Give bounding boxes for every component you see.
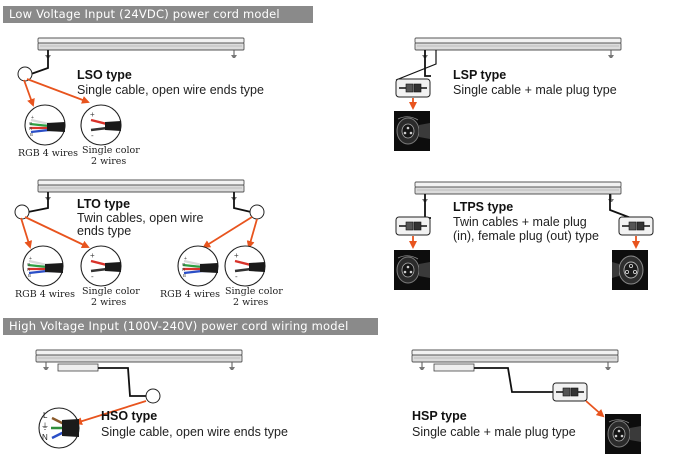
- hsp-description: Single cable + male plug type: [412, 425, 576, 439]
- lto-out-rgb-label: RGB 4 wires: [160, 289, 221, 300]
- lto-description-line1: Twin cables, open wire: [77, 211, 204, 225]
- lto-out-single-label-line1: Single color: [225, 286, 283, 297]
- hso-neutral-mark: N: [42, 433, 48, 442]
- lto-title: LTO type: [77, 197, 131, 211]
- low-voltage-banner: Low Voltage Input (24VDC) power cord mod…: [3, 6, 313, 23]
- high-voltage-banner: High Voltage Input (100V-240V) power cor…: [3, 318, 378, 335]
- lto-in-single-label-line2: 2 wires: [91, 297, 127, 308]
- lsp-title: LSP type: [453, 68, 507, 82]
- hsp-male-plug-photo: [604, 413, 642, 455]
- hsp-male-plug-icon: [552, 382, 588, 402]
- hso-title: HSO type: [101, 409, 158, 423]
- lsp-fixture: [395, 37, 622, 81]
- hso-ground-mark: ⏚: [41, 422, 49, 431]
- ltps-description-line1: Twin cables + male plug: [453, 215, 587, 229]
- lto-in-single-arrow: [24, 216, 90, 249]
- lto-in-rgb-label: RGB 4 wires: [15, 289, 76, 300]
- lso-single-label-line2: 2 wires: [91, 156, 127, 167]
- ltps-description-line2: (in), female plug (out) type: [453, 229, 599, 243]
- hsp-plug-arrow: [585, 400, 605, 418]
- lto-out-rgb-arrow: [202, 216, 253, 249]
- lso-description: Single cable, open wire ends type: [77, 83, 264, 97]
- lto-out-single-arrow: [246, 218, 258, 249]
- lso-fixture: [30, 37, 245, 75]
- lto-in-rgb-arrow: [20, 217, 33, 249]
- hso-arrow: [74, 400, 147, 426]
- lto-in-single-label-line1: Single color: [82, 286, 140, 297]
- hso-live-mark: L: [43, 411, 48, 420]
- hsp-fixture: [411, 349, 619, 393]
- hso-fixture: [35, 349, 243, 397]
- lto-description-line2: ends type: [77, 224, 132, 238]
- lto-fixture: [27, 179, 252, 213]
- lto-out-single-label-line2: 2 wires: [233, 297, 269, 308]
- lso-single-label-line1: Single color: [82, 145, 140, 156]
- lso-title: LSO type: [77, 68, 132, 82]
- ltps-title: LTPS type: [453, 200, 514, 214]
- lso-single-arrow: [26, 78, 90, 104]
- hsp-title: HSP type: [412, 409, 467, 423]
- hso-lgn-wires-circle: [38, 407, 80, 449]
- lso-rgb-label: RGB 4 wires: [18, 148, 79, 159]
- lsp-description: Single cable + male plug type: [453, 83, 617, 97]
- hso-description: Single cable, open wire ends type: [101, 425, 288, 439]
- lso-rgb-arrow: [23, 79, 35, 107]
